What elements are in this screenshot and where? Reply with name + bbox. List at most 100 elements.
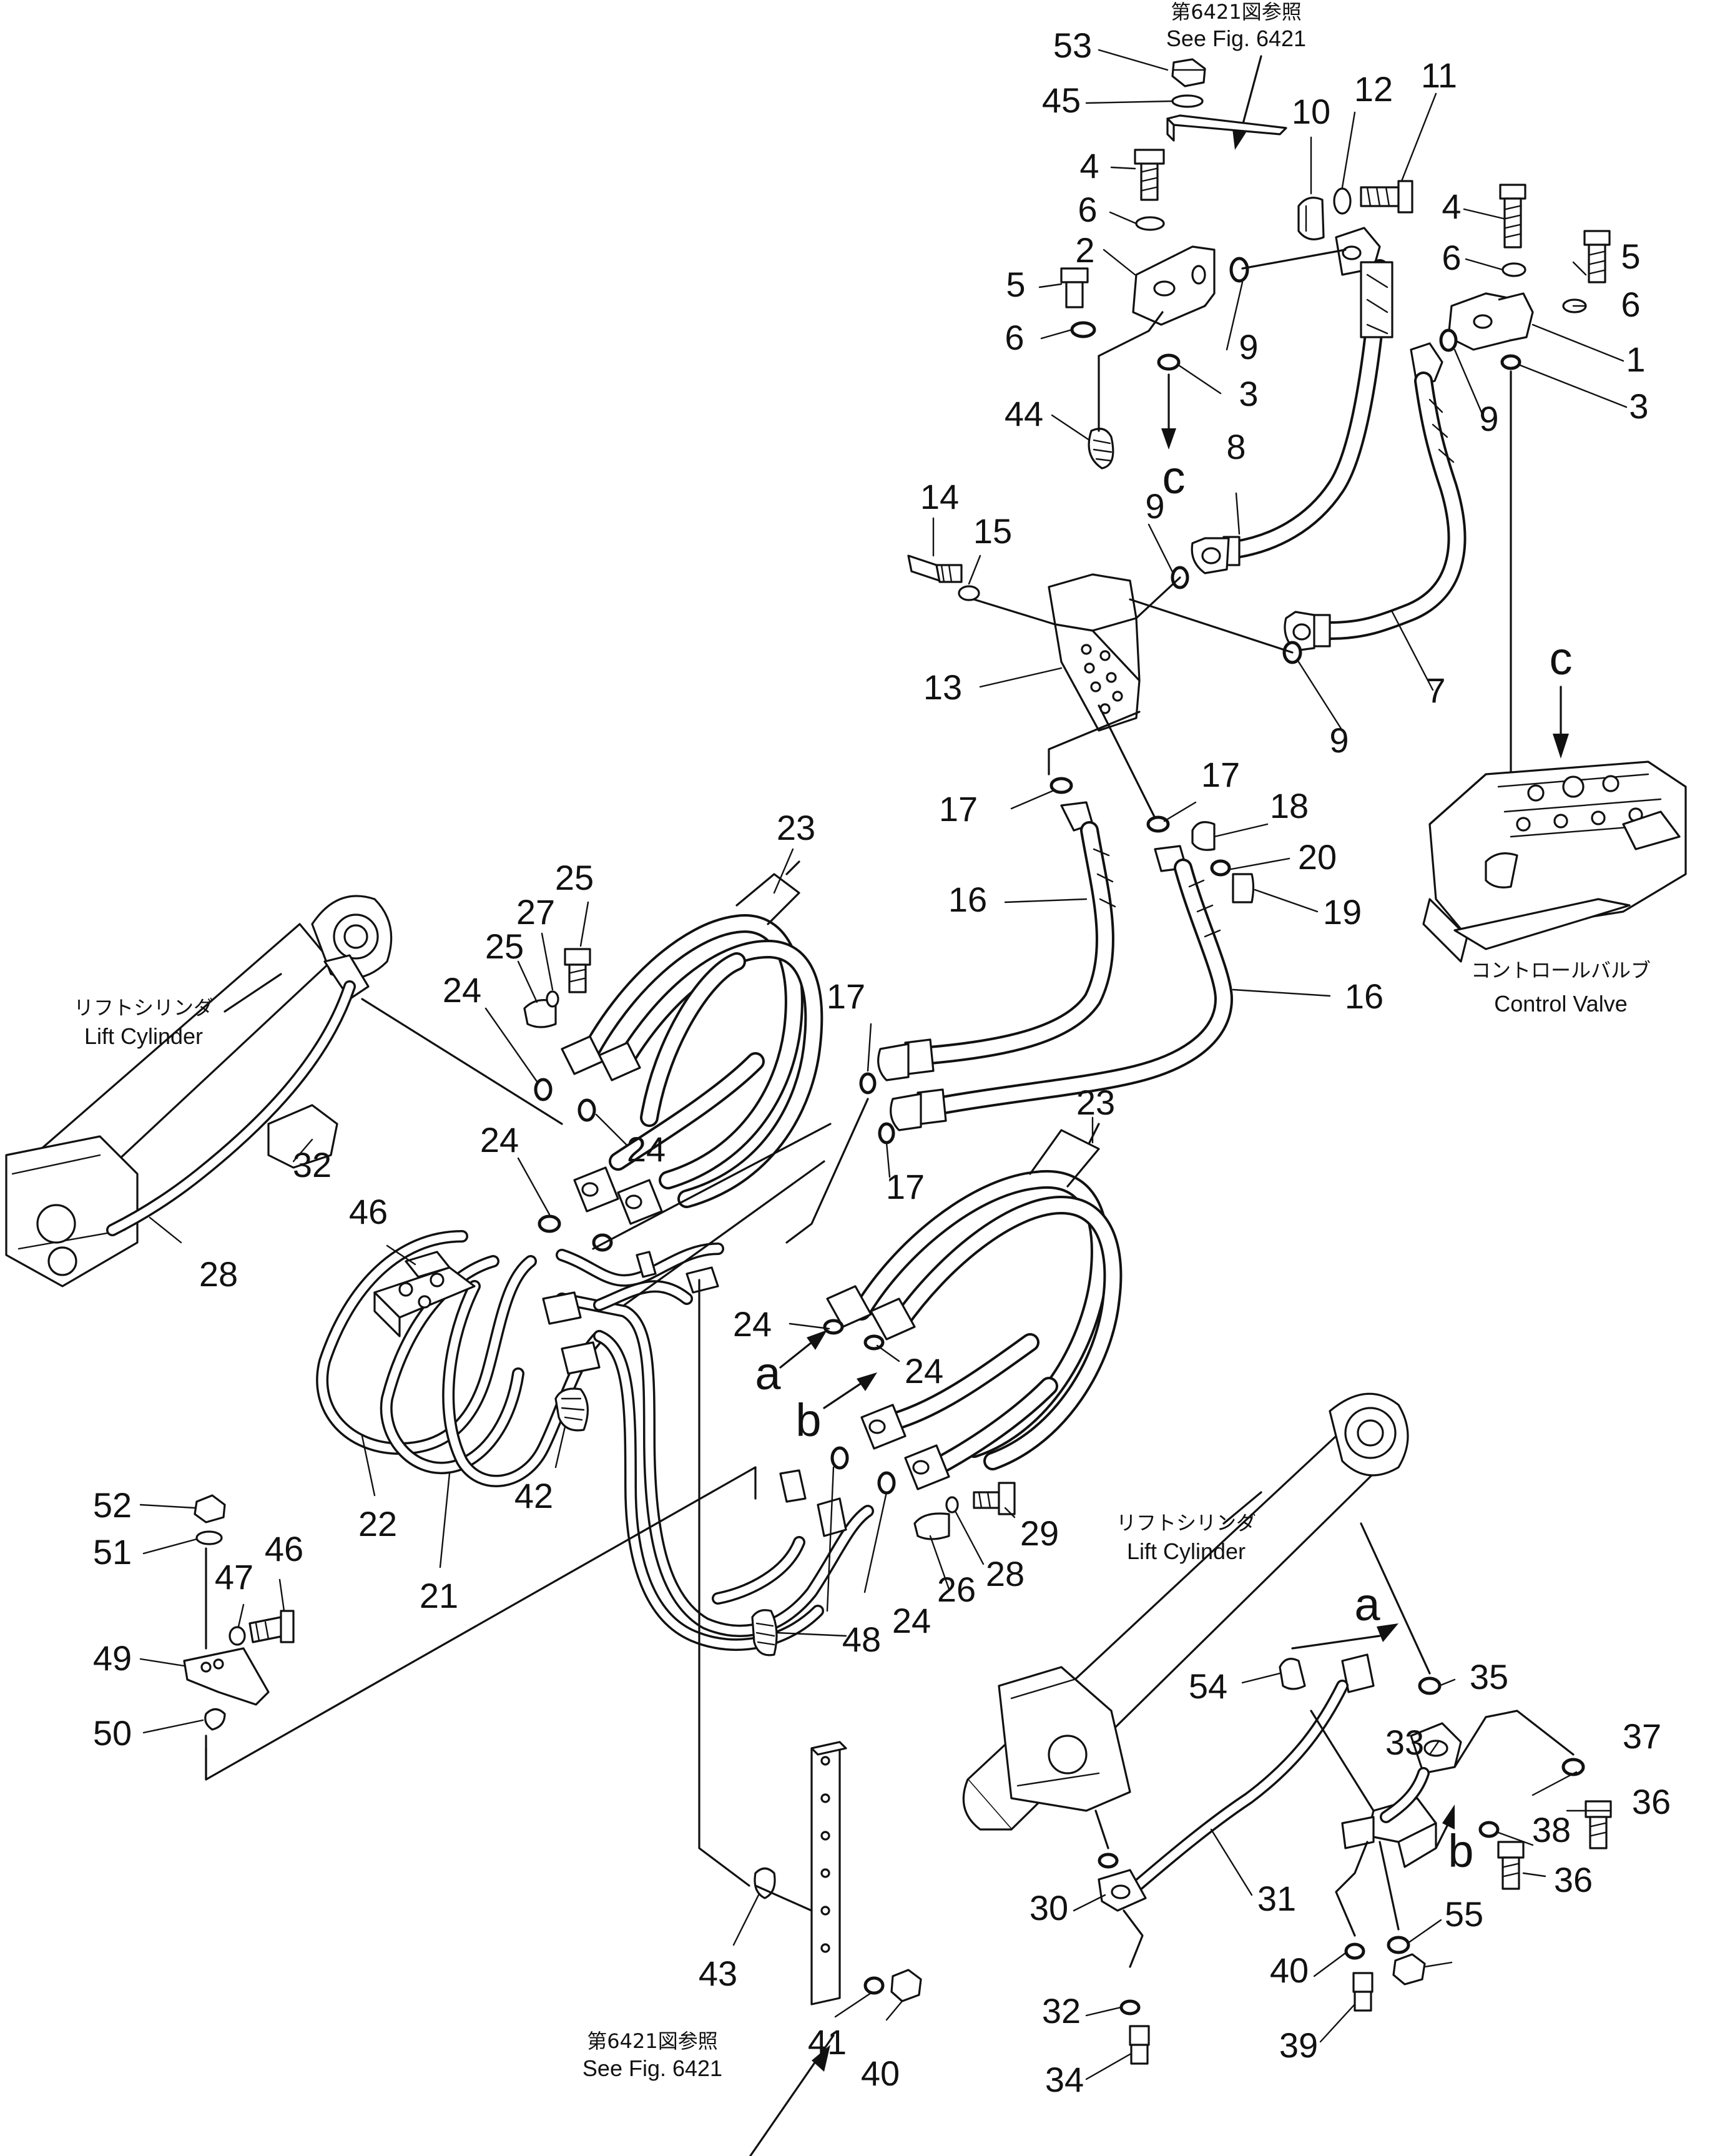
view-letter-c-valve: c [1550,633,1573,684]
lift-cylinder-left: リフトシリンダ Lift Cylinder [5,895,563,1287]
callout: 23 [777,808,815,847]
callout: 40 [1270,1951,1309,1990]
reference-bottom-en: See Fig. 6421 [582,2055,722,2081]
callout: 26 [937,1570,976,1609]
callout: 30 [1030,1888,1068,1927]
control-valve-label-en: Control Valve [1494,991,1627,1016]
callout: 9 [1239,327,1258,367]
callout: 17 [939,789,978,829]
callout: 33 [1385,1723,1424,1762]
callout: 6 [1078,190,1097,229]
callout: 32 [1042,1991,1081,2030]
callout: 38 [1532,1810,1571,1849]
callout: 3 [1239,374,1258,413]
hose-7-assembly [1282,184,1611,775]
callout: 50 [93,1713,132,1753]
callout: 11 [1421,56,1457,95]
callout: 22 [358,1504,397,1543]
callout: 24 [905,1351,943,1391]
view-letter-a-mid: a [755,1347,781,1399]
hoses-16 [859,777,1255,1144]
callout: 5 [1621,237,1640,276]
callout: 42 [514,1476,553,1515]
lift-cylinder-left-en: Lift Cylinder [84,1023,203,1049]
callout: 24 [443,970,481,1010]
callout: 10 [1292,92,1330,131]
callout: 25 [485,927,524,966]
callout: 37 [1623,1716,1661,1756]
callout: 49 [93,1638,132,1678]
reference-bottom-jp: 第6421図参照 [587,2029,717,2053]
callout: 53 [1053,26,1092,65]
callout: 9 [1329,721,1349,760]
callout: 36 [1632,1782,1671,1821]
bracket-left [183,1494,295,1781]
callout: 2 [1075,230,1094,270]
hose-8-assembly [1171,180,1413,589]
callout: 36 [1554,1860,1593,1899]
reference-top-jp: 第6421図参照 [1171,0,1301,24]
callout: 27 [516,892,555,932]
callout: 13 [923,667,962,707]
callout: 31 [1257,1879,1296,1918]
callout: 6 [1442,238,1461,277]
callout: 46 [265,1529,303,1568]
callout: 24 [733,1304,772,1344]
callout: 41 [808,2022,847,2062]
callout: 6 [1621,285,1640,324]
control-valve-label-jp: コントロールバルブ [1471,958,1651,982]
callout: 35 [1470,1657,1508,1696]
callout: 16 [1345,977,1383,1016]
callout: 24 [480,1120,519,1159]
callout: 55 [1445,1894,1483,1934]
callout-leaders [139,49,1628,2080]
callout: 18 [1270,786,1309,825]
callout: 23 [1076,1083,1115,1122]
view-letter-b-mid: b [795,1394,821,1446]
callout: 21 [420,1576,458,1615]
callout: 44 [1005,394,1043,433]
callout: 28 [986,1554,1025,1593]
callout: 6 [1005,318,1024,357]
callout: 45 [1042,81,1081,120]
callout: 51 [93,1532,132,1572]
view-letter-c-top: c [1162,451,1186,503]
callout: 5 [1006,265,1025,304]
callout: 4 [1442,187,1461,226]
block-13 [907,554,1294,819]
callout: 1 [1626,340,1645,379]
callout: 39 [1279,2026,1318,2065]
reference-top-en: See Fig. 6421 [1166,26,1306,51]
callout: 52 [93,1485,132,1525]
lift-cylinder-right: リフトシリンダ Lift Cylinder a b [962,1392,1612,2065]
callout: 12 [1354,69,1393,109]
lift-cylinder-left-jp: リフトシリンダ [74,996,214,1020]
callout: 17 [886,1167,925,1206]
view-letter-b-right: b [1448,1825,1473,1877]
callout-numbers: 53 45 4 6 2 5 6 3 44 10 12 11 4 6 5 6 1 … [93,26,1671,2099]
callout: 34 [1045,2060,1084,2099]
callout: 43 [699,1954,737,1993]
reference-bottom: 第6421図参照 See Fig. 6421 [582,2029,722,2081]
callout: 16 [948,880,987,919]
callout: 40 [861,2054,900,2093]
callout: 15 [973,511,1012,551]
callout: 17 [1201,755,1240,794]
control-valve: c コントロールバルブ Control Valve [1422,633,1687,1016]
reference-top: 第6421図参照 See Fig. 6421 [1166,0,1306,150]
callout: 48 [842,1620,881,1659]
callout: 4 [1079,146,1099,185]
hoses-23 [523,860,1123,1540]
lift-cylinder-right-en: Lift Cylinder [1127,1538,1246,1564]
callout: 54 [1189,1666,1227,1706]
view-letter-a-right: a [1354,1578,1380,1630]
callout: 28 [199,1254,238,1294]
callout: 9 [1479,399,1498,438]
callout: 47 [215,1557,253,1597]
callout: 8 [1226,427,1246,466]
callout: 14 [920,477,959,516]
upper-left-fittings: c [1060,58,1287,503]
callout: 25 [555,858,594,897]
view-arrows-mid: a b [755,1330,877,1446]
callout: 29 [1020,1514,1059,1553]
